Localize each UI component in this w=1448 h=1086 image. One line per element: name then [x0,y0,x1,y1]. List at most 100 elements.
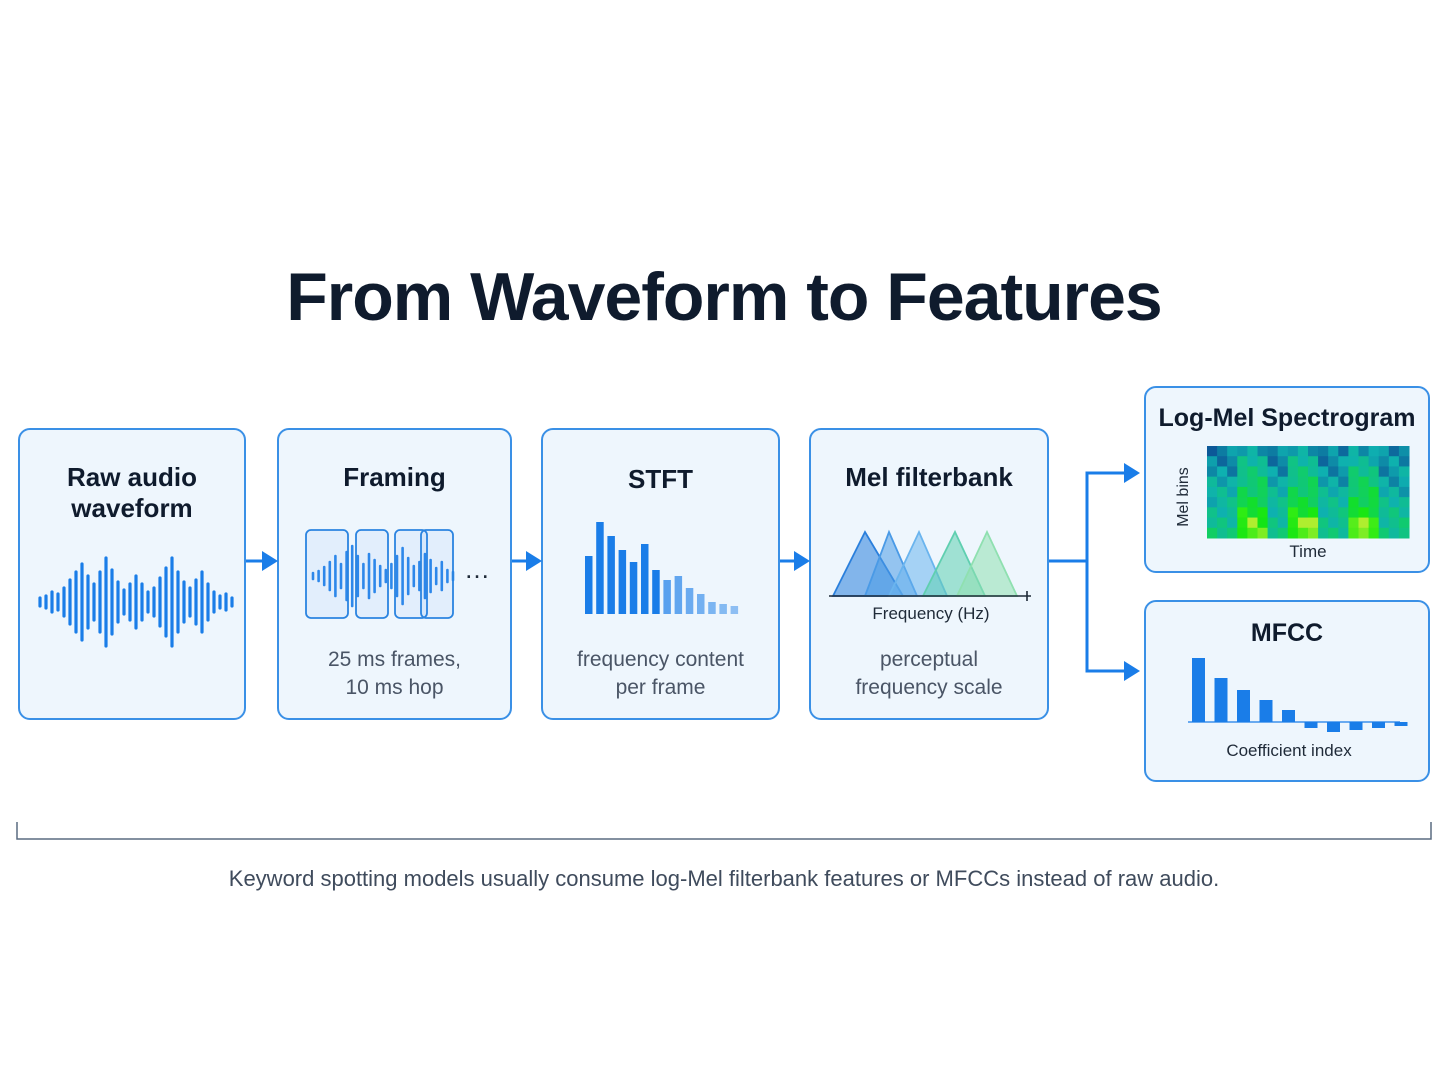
spectrogram-cell [1368,517,1380,529]
spectrogram-cell [1318,527,1329,539]
spectrogram-cell [1207,456,1218,467]
spectrogram-cell [1388,456,1400,467]
spectrogram-cell [1358,497,1370,508]
spectrogram-cell [1388,497,1400,508]
spectrogram-cell [1207,527,1218,539]
spectrogram-cell [1207,446,1218,457]
spectrogram-cell [1398,507,1410,519]
spectrogram-cell [1297,517,1309,529]
bottom-bracket [16,822,1432,840]
spectrogram-cell [1338,486,1349,498]
spectrogram-cell [1378,507,1390,519]
frame-window [420,529,454,619]
spectrogram-cell [1388,446,1400,457]
spectrogram-cell [1277,497,1289,508]
spectrogram-cell [1378,497,1390,508]
spectrogram-cell [1277,456,1289,467]
spectrogram-cell [1217,476,1228,488]
spectrogram-cell [1247,456,1258,467]
arrowhead-mel [794,551,810,571]
spectrogram-cell [1207,507,1218,519]
spectrogram-cell [1318,456,1329,467]
spectrogram-cell [1267,497,1279,508]
arrowhead-logmel [1124,463,1140,483]
spectrogram-cell [1368,497,1380,508]
stage-raw-audio-title-line2: waveform [71,493,193,523]
arrowhead-framing [262,551,278,571]
spectrogram-cell [1227,507,1238,519]
spectrogram-cell [1297,527,1309,539]
spectrogram-cell [1358,507,1370,519]
spectrogram-cell [1227,527,1238,539]
spectrogram-cell [1207,486,1218,498]
mfcc-bar [1372,722,1385,728]
mfcc-x-label: Coefficient index [1226,741,1352,760]
spectrogram-cell [1207,517,1218,529]
spectrogram-cell [1308,517,1319,529]
spectrogram-cell [1217,497,1228,508]
spectrogram-cell [1267,466,1279,478]
spectrogram-cell [1318,466,1329,478]
spectrogram-cell [1328,507,1339,519]
spectrogram-cell [1318,476,1329,488]
spectrogram-cell [1388,517,1400,529]
spectrogram-cell [1318,446,1329,457]
mfcc-bar [1327,722,1340,732]
spectrogram-cell [1388,527,1400,539]
spectrogram-cell [1358,456,1370,467]
stage-raw-audio-title-line1: Raw audio [66,462,197,492]
spectrogram-cell [1227,497,1238,508]
spectrogram-cell [1237,486,1248,498]
output-mfcc: MFCC Coefficient index [1144,600,1430,782]
stage-mel-desc-line1: perceptual [879,648,979,671]
spectrogram-cell [1267,486,1279,498]
spectrogram-cell [1287,507,1299,519]
stage-framing: Framing … 25 ms frames, 10 ms hop [277,428,512,720]
spectrogram-cell [1277,446,1289,457]
spectrogram-cell [1378,456,1390,467]
spectrogram-cell [1277,486,1289,498]
spectrogram-cell [1398,446,1410,457]
output-log-mel: Log-Mel Spectrogram Mel bins Time [1144,386,1430,573]
spectrogram-cell [1358,476,1370,488]
spectrum-bar [708,602,716,614]
arrowhead-mfcc [1124,661,1140,681]
stage-raw-audio-title: Raw audio waveform [20,462,244,524]
spectrogram-cell [1308,466,1319,478]
spectrogram-cell [1398,527,1410,539]
spectrogram-cell [1217,507,1228,519]
spectrogram-cell [1257,527,1269,539]
spectrogram-cell [1348,466,1359,478]
spectrogram-cell [1247,446,1258,457]
mfcc-bar [1214,678,1228,722]
spectrogram-cell [1257,497,1269,508]
frame-window [355,529,389,619]
spectrogram-cell [1247,497,1258,508]
spectrogram-cell [1398,497,1410,508]
spectrogram-cell [1378,466,1390,478]
mfcc-bars-icon [1188,658,1408,732]
spectrogram-cell [1328,527,1339,539]
spectrogram-cell [1257,446,1269,457]
triangular-filters-icon [829,529,1031,601]
spectrogram-cell [1328,456,1339,467]
spectrogram-cell [1378,476,1390,488]
spectrum-bar [629,562,638,614]
spectrogram-cell [1308,486,1319,498]
spectrogram-cell [1368,486,1380,498]
stage-mel-desc-line2: frequency scale [855,676,1003,699]
spectrogram-cell [1398,517,1410,529]
spectrogram-cell [1328,476,1339,488]
spectrogram-cell [1348,486,1359,498]
spectrogram-cell [1338,456,1349,467]
spectrogram-cell [1237,517,1248,529]
spectrogram-cell [1378,517,1390,529]
spectrogram-cell [1388,486,1400,498]
spectrogram-cell [1368,527,1380,539]
spectrum-bar [719,604,727,614]
spectrogram-cell [1308,456,1319,467]
arrow-branch-up [1085,471,1128,561]
waveform-icon [38,556,234,648]
spectrogram-cell [1217,466,1228,478]
spectrum-bar [641,544,649,614]
